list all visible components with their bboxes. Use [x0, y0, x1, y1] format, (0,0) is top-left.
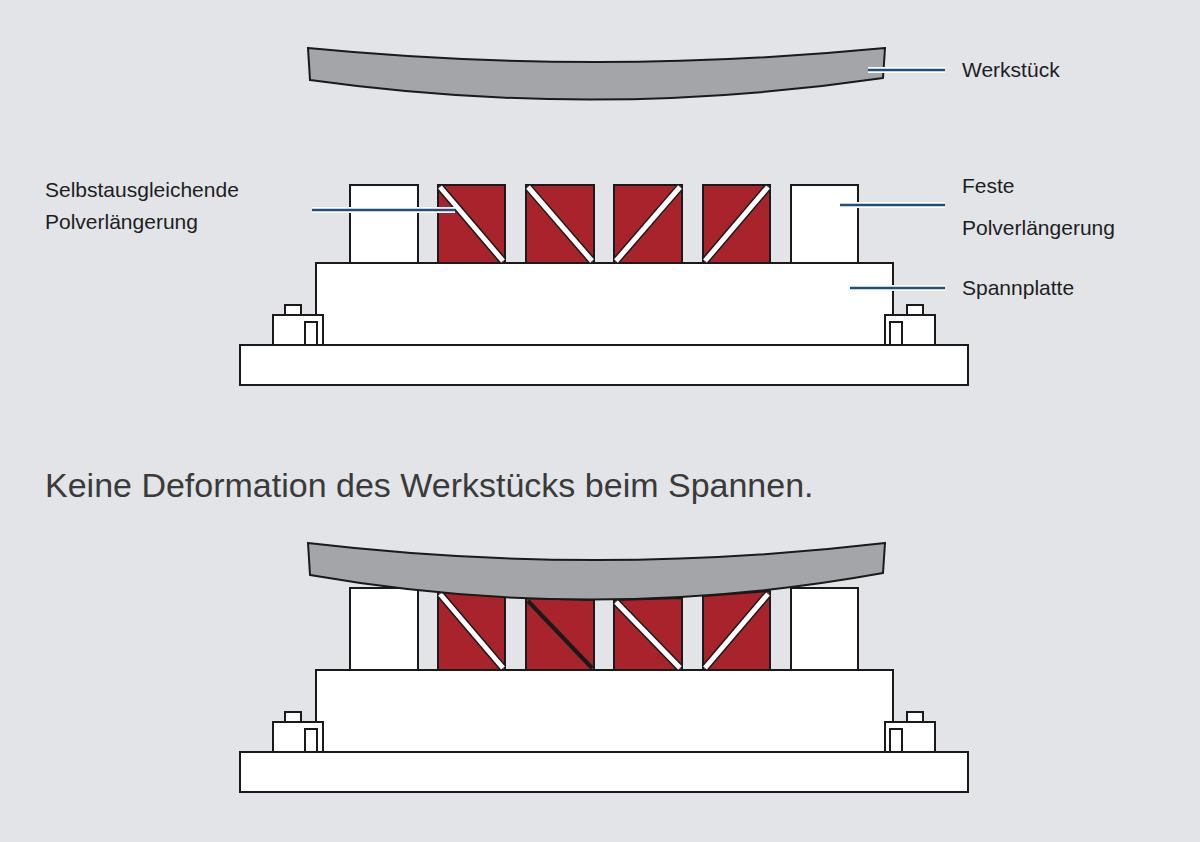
fixed-pole: [791, 588, 858, 670]
part-label: Feste Polverlängerung: [962, 165, 1142, 249]
clamp-bolt: [285, 305, 301, 315]
clamping-plate: [316, 670, 893, 752]
part-label: Selbstausgleichende Polverlängerung: [45, 174, 285, 238]
clamp-bolt: [907, 305, 923, 315]
fixed-pole: [350, 185, 418, 263]
clamp: [273, 722, 323, 752]
fixed-pole: [791, 185, 858, 263]
base-plate: [240, 752, 968, 792]
caption: Keine Deformation des Werkstücks beim Sp…: [45, 466, 814, 505]
workpiece: [308, 48, 885, 100]
clamp: [890, 729, 902, 752]
part-label: Spannplatte: [962, 273, 1182, 303]
clamp: [885, 315, 935, 345]
clamp: [890, 322, 902, 345]
part-label: Werkstück: [962, 55, 1182, 85]
leader-lines: [312, 70, 945, 288]
workpiece: [308, 543, 885, 600]
bottom-assembly: [240, 543, 968, 792]
clamping-plate: [316, 263, 893, 345]
clamp: [305, 322, 317, 345]
fixed-pole: [350, 588, 418, 670]
clamp-bolt: [907, 712, 923, 722]
clamp-bolt: [285, 712, 301, 722]
clamp: [273, 315, 323, 345]
top-assembly: [240, 48, 968, 385]
clamp: [305, 729, 317, 752]
self-adjusting-poles: [438, 591, 770, 670]
self-adjusting-poles: [438, 185, 770, 263]
clamp: [885, 722, 935, 752]
base-plate: [240, 345, 968, 385]
